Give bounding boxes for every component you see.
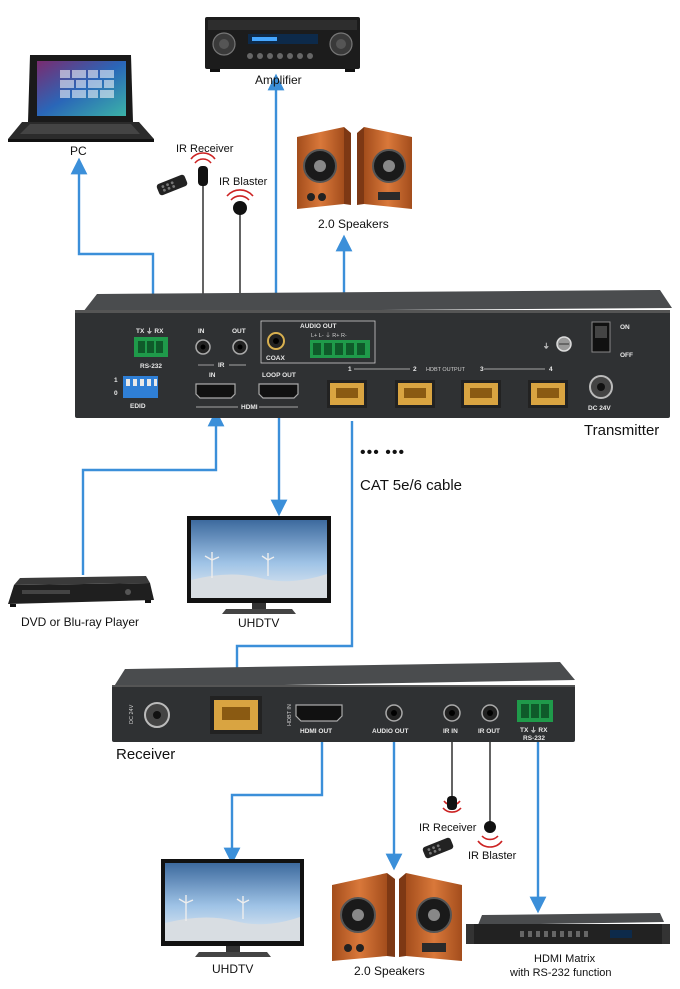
pc-label: PC xyxy=(70,144,87,158)
amplifier-icon xyxy=(205,17,360,72)
remote-control-bottom-icon xyxy=(422,837,454,859)
hdmi-matrix-icon xyxy=(466,913,670,944)
tx-txrx-label: TX ⏚ RX xyxy=(136,327,164,335)
tx-port-4-label: 4 xyxy=(549,366,553,373)
tx-port-3-label: 3 xyxy=(480,366,484,373)
tx-hdmi-in-label: IN xyxy=(209,372,216,379)
tx-edid-1-label: 1 xyxy=(114,377,118,384)
dvd-to-hdmi-in-line xyxy=(81,409,225,575)
transmitter-label: Transmitter xyxy=(584,422,660,439)
tx-hdmi-label: HDMI xyxy=(241,404,258,411)
tx-rs232-label: RS-232 xyxy=(140,363,162,370)
tx-coax-label: COAX xyxy=(266,355,285,362)
tx-audio-pins-label: L+ L- ⏚ R+ R- xyxy=(311,332,347,339)
tx-port-1-label: 1 xyxy=(348,366,352,373)
tx-ir-in-label: IN xyxy=(198,328,205,335)
ir-blaster-bottom-icon xyxy=(477,821,503,848)
tx-ir-out-label: OUT xyxy=(232,328,246,335)
rx-rs232-label: RS-232 xyxy=(523,735,545,742)
uhdtv-mid-label: UHDTV xyxy=(238,616,280,630)
rx-ir-in-label: IR IN xyxy=(443,728,458,735)
rx-hdbt-in-label: HDBT IN xyxy=(287,704,293,726)
ir-receiver-top-label: IR Receiver xyxy=(176,143,234,155)
rx-audio-out-label: AUDIO OUT xyxy=(372,728,409,735)
uhdtv-bottom-icon xyxy=(161,859,304,957)
receiver-label: Receiver xyxy=(116,746,176,763)
rx-txrx-label: TX ⏚ RX xyxy=(520,726,548,734)
tx-on-label: ON xyxy=(620,324,630,331)
tx-dc-label: DC 24V xyxy=(588,405,611,412)
tx-hdbt-ports xyxy=(327,380,568,408)
tx-edid-label: EDID xyxy=(130,403,146,410)
tx-hdmi-in-port xyxy=(195,383,236,399)
tx-hdbt-output-label: HDBT OUTPUT xyxy=(426,367,466,373)
speakers-top-icon xyxy=(297,127,412,209)
hdmi-out-to-uhdtv-line xyxy=(223,742,324,865)
dvd-player-icon xyxy=(8,576,154,607)
ir-blaster-top-label: IR Blaster xyxy=(219,176,268,188)
receiver-device: DC 24V HDBT IN HDMI OUT AUDIO OUT IR IN … xyxy=(112,662,575,742)
ir-receiver-bottom-icon xyxy=(442,796,462,813)
tx-edid-0-label: 0 xyxy=(114,390,118,397)
transmitter-device: TX ⏚ RX RS-232 IN OUT IR AUDIO OUT COAX … xyxy=(75,290,672,418)
tx-port-2-label: 2 xyxy=(413,366,417,373)
ir-blaster-top-icon xyxy=(226,189,254,215)
tx-off-label: OFF xyxy=(620,352,633,359)
tx-ir-label: IR xyxy=(218,362,225,369)
ir-receiver-bottom-label: IR Receiver xyxy=(419,822,477,834)
rx-ir-out-label: IR OUT xyxy=(478,728,500,735)
speakers-bottom-label: 2.0 Speakers xyxy=(354,964,425,978)
rx-dc-label: DC 24V xyxy=(129,704,135,724)
cable-label: CAT 5e/6 cable xyxy=(360,477,463,494)
dvd-label: DVD or Blu-ray Player xyxy=(21,615,140,629)
hdmi-matrix-label-line2: with RS-232 function xyxy=(510,967,612,979)
uhdtv-bottom-label: UHDTV xyxy=(212,962,254,976)
rx-hdmi-out-port xyxy=(295,704,343,722)
tx-loop-out-port xyxy=(258,383,299,399)
hdmi-matrix-label-line1: HDMI Matrix xyxy=(534,953,596,965)
ir-receiver-top-icon xyxy=(190,152,216,186)
tx-audio-out-label: AUDIO OUT xyxy=(300,323,337,330)
remote-control-top-icon xyxy=(156,174,188,196)
cat-cable-line xyxy=(228,421,354,697)
cable-dots: ••• ••• xyxy=(360,444,406,461)
ir-blaster-bottom-label: IR Blaster xyxy=(468,850,517,862)
speakers-bottom-icon xyxy=(332,873,462,961)
uhdtv-mid-icon xyxy=(187,516,331,614)
laptop-icon xyxy=(8,55,154,142)
amplifier-label: Amplifier xyxy=(255,73,302,87)
speakers-top-label: 2.0 Speakers xyxy=(318,217,389,231)
tx-loop-out-label: LOOP OUT xyxy=(262,372,296,379)
svg-text:⏚: ⏚ xyxy=(543,342,550,350)
rx-hdmi-out-label: HDMI OUT xyxy=(300,728,332,735)
